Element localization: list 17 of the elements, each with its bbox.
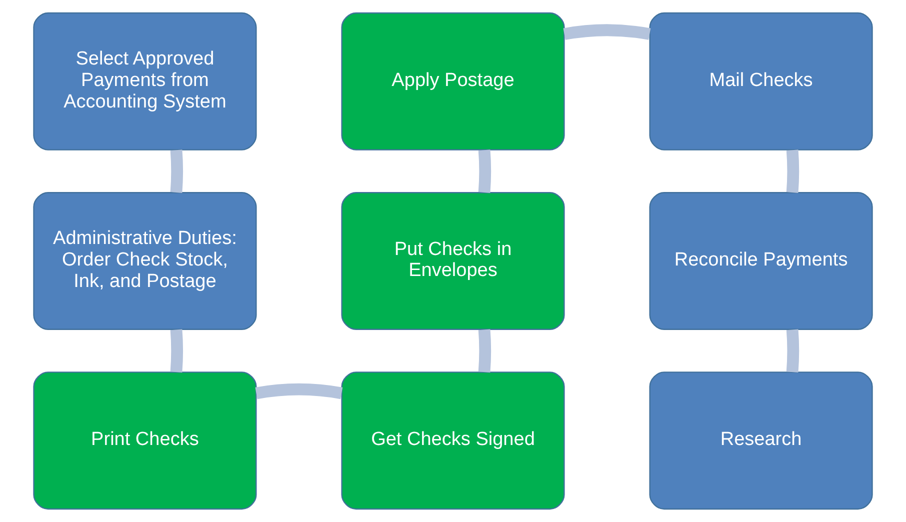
node-box: Administrative Duties: Order Check Stock, Ink, and Postage <box>33 192 257 330</box>
connector <box>786 150 800 193</box>
node-box: Apply Postage <box>341 12 565 150</box>
connector <box>478 150 492 193</box>
node-box: Research <box>649 372 873 510</box>
connector <box>170 150 184 193</box>
node-box: Print Checks <box>33 372 257 510</box>
connector <box>478 329 492 373</box>
connector <box>563 24 651 40</box>
node-box: Get Checks Signed <box>341 372 565 510</box>
node-box: Reconcile Payments <box>649 192 873 330</box>
connector <box>255 383 343 400</box>
node-box: Put Checks in Envelopes <box>341 192 565 330</box>
node-box: Select Approved Payments from Accounting System <box>33 12 257 150</box>
connector <box>170 329 184 373</box>
node-box: Mail Checks <box>649 12 873 150</box>
connector <box>786 329 800 373</box>
